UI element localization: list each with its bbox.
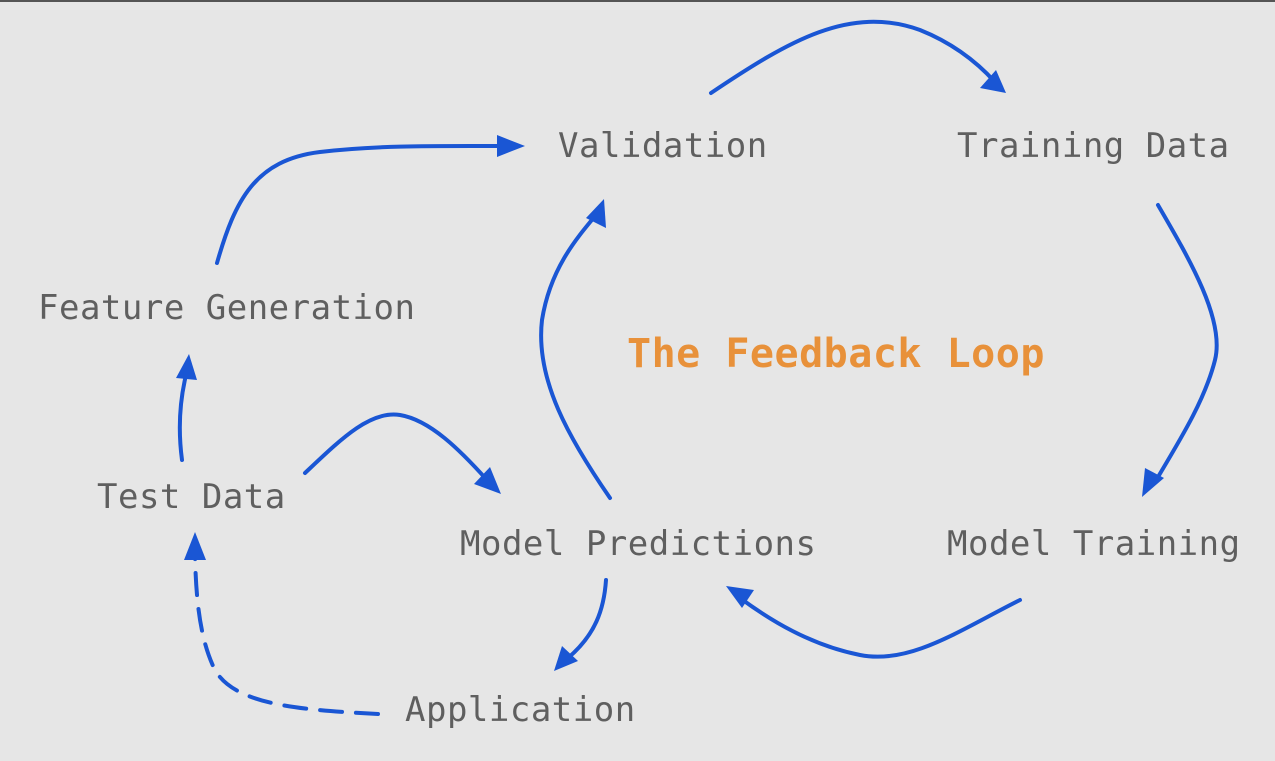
arrow-training-data-to-model-training [1153,203,1219,484]
top-border [0,0,1275,2]
arrow-application-to-test-data [193,553,380,716]
arrowhead-model-training [1142,468,1164,497]
arrowhead-validation [586,199,606,228]
arrowhead-test-data [184,532,206,560]
arrowhead-feature-generation [176,354,197,380]
arrowhead-application [554,646,578,671]
node-model-predictions: Model Predictions [460,524,817,564]
node-test-data: Test Data [97,477,286,517]
arrow-model-training-to-model-predictions [738,596,1022,659]
arrow-model-predictions-to-application [566,578,608,660]
arrowhead-training-data [980,70,1006,93]
node-validation: Validation [558,126,768,166]
arrow-model-predictions-to-validation [539,213,612,500]
arrowhead-feature-generation-to-validation [497,135,525,157]
node-training-data: Training Data [957,126,1230,166]
arrowhead-test-data-to-model-predictions [474,467,501,494]
arrow-validation-to-training-data [709,19,997,95]
arrow-feature-generation-to-validation [215,143,507,265]
node-feature-generation: Feature Generation [38,288,416,328]
arrow-test-data-to-feature-generation [177,373,188,462]
diagram-title: The Feedback Loop [627,331,1045,377]
node-model-training: Model Training [947,524,1241,564]
node-application: Application [405,690,636,730]
arrowhead-model-predictions [726,586,754,608]
arrow-test-data-to-model-predictions [303,412,489,482]
